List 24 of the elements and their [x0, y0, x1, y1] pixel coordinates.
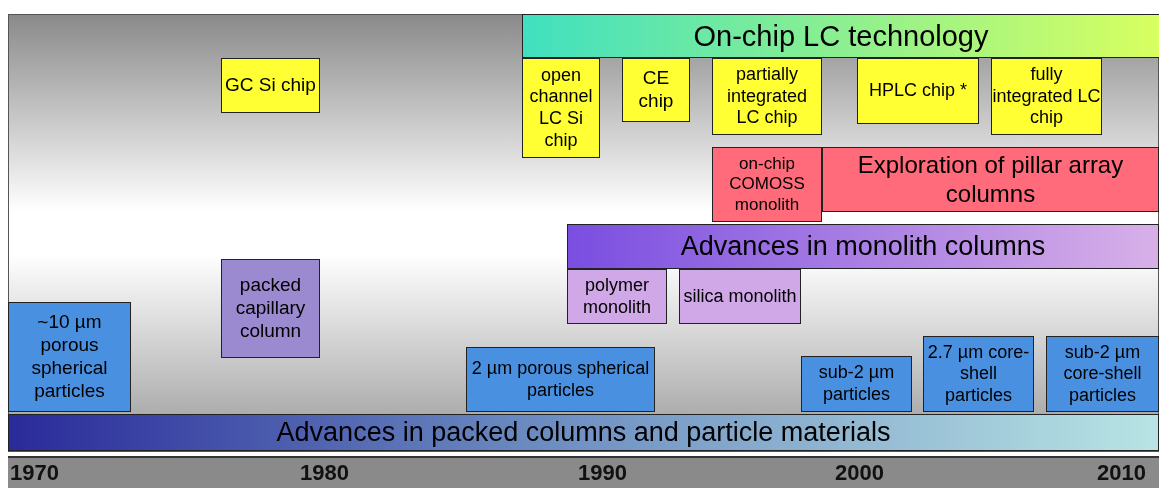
year-label: 1980 — [300, 460, 349, 486]
year-label: 1990 — [578, 460, 627, 486]
year-label: 2000 — [835, 460, 884, 486]
year-label: 1970 — [10, 460, 59, 486]
era-box: polymer monolith — [567, 269, 667, 324]
year-label: 2010 — [1097, 460, 1146, 486]
timeline-band: Advances in monolith columns — [567, 224, 1159, 269]
era-box: sub-2 µm particles — [801, 356, 912, 412]
era-box: 2 µm porous spherical particles — [466, 347, 655, 412]
era-box: sub-2 µm core-shell particles — [1046, 336, 1159, 412]
timeline-band: Advances in packed columns and particle materials — [8, 414, 1159, 451]
era-box: ~10 µm porous spherical particles — [8, 302, 131, 412]
era-box: HPLC chip * — [857, 58, 979, 124]
era-box: GC Si chip — [221, 58, 320, 113]
era-box: 2.7 µm core-shell particles — [923, 336, 1034, 412]
era-box: CE chip — [622, 58, 690, 122]
era-box: on-chip COMOSS monolith — [712, 147, 822, 222]
era-box: silica monolith — [679, 269, 801, 324]
era-box: packed capillary column — [221, 259, 320, 358]
timeline-band: On-chip LC technology — [522, 14, 1159, 58]
era-box: fully integrated LC chip — [991, 58, 1102, 135]
timeline-band: Exploration of pillar array columns — [822, 147, 1159, 212]
era-box: partially integrated LC chip — [712, 58, 822, 135]
era-box: open channel LC Si chip — [522, 58, 600, 158]
